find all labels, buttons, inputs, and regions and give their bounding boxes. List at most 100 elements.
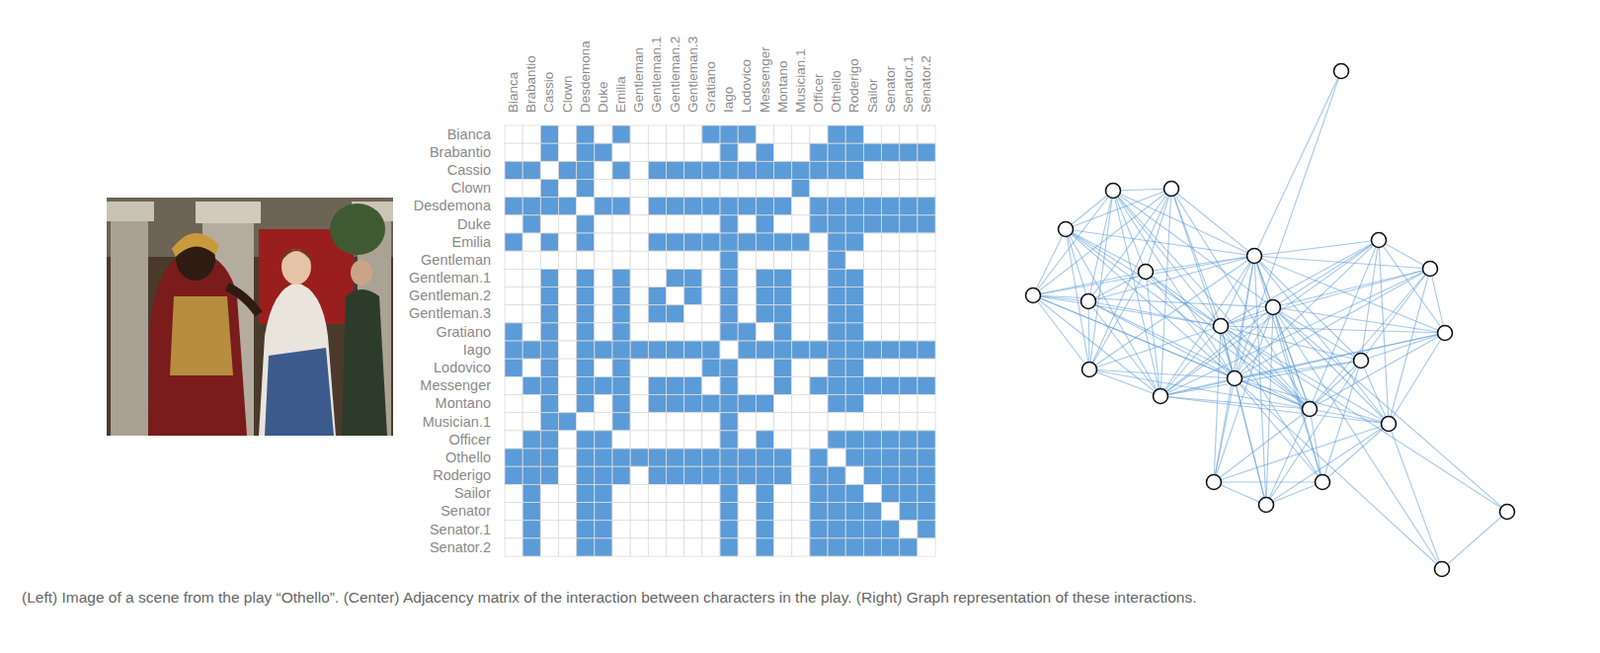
matrix-cell — [540, 287, 559, 306]
matrix-cell — [881, 520, 900, 539]
matrix-cell — [684, 233, 703, 251]
graph-edge — [1266, 360, 1361, 505]
matrix-cell — [684, 466, 703, 484]
matrix-cell — [809, 143, 828, 161]
row-label: Clown — [451, 179, 491, 197]
row-label: Cassio — [447, 161, 491, 179]
matrix-cell — [737, 197, 756, 216]
matrix-cell — [666, 160, 685, 179]
matrix-cell — [594, 287, 613, 306]
matrix-cell — [917, 502, 936, 521]
matrix-cell — [576, 395, 595, 413]
matrix-cell — [647, 448, 666, 467]
matrix-cell — [576, 233, 595, 251]
matrix-cell — [792, 287, 810, 306]
matrix-cell — [630, 322, 648, 341]
painting-illustration — [106, 197, 394, 436]
matrix-cell — [792, 538, 810, 557]
matrix-cell — [702, 538, 720, 557]
matrix-cell — [594, 268, 613, 287]
matrix-cell — [917, 197, 936, 216]
graph-edge — [1033, 229, 1066, 296]
matrix-cell — [522, 250, 541, 269]
matrix-cell — [684, 179, 703, 198]
matrix-cell — [863, 179, 881, 198]
matrix-cell — [594, 376, 613, 395]
matrix-cell — [737, 395, 756, 413]
matrix-cell — [774, 520, 793, 539]
matrix-cell — [737, 376, 756, 395]
matrix-cell — [881, 466, 900, 484]
matrix-cell — [827, 376, 846, 395]
matrix-cell — [612, 160, 631, 179]
graph-edge — [1266, 408, 1310, 505]
matrix-cell — [863, 538, 881, 557]
matrix-cell — [594, 250, 613, 269]
matrix-cell — [845, 502, 864, 521]
column-label: Senator — [882, 66, 899, 113]
matrix-cell — [917, 215, 936, 234]
matrix-cell — [559, 125, 577, 144]
matrix-cell — [630, 160, 648, 179]
matrix-cell — [792, 233, 810, 251]
matrix-cell — [540, 358, 559, 377]
matrix-cell — [702, 287, 720, 306]
robe-gold — [169, 296, 234, 376]
matrix-cell — [774, 287, 793, 306]
matrix-cell — [755, 340, 774, 359]
matrix-cell — [540, 430, 559, 449]
matrix-cell — [720, 179, 738, 198]
matrix-cell — [792, 502, 810, 521]
turban — [171, 233, 220, 257]
matrix-cell — [666, 538, 685, 557]
matrix-cell — [666, 448, 685, 467]
matrix-cell — [576, 520, 595, 539]
matrix-cell — [720, 376, 738, 395]
matrix-cell — [684, 287, 703, 306]
matrix-cell — [809, 466, 828, 484]
matrix-cell — [737, 179, 756, 198]
graph-edge — [1145, 255, 1255, 272]
matrix-cell — [845, 448, 864, 467]
matrix-cell — [881, 305, 900, 323]
matrix-cell — [576, 448, 595, 467]
matrix-cell — [774, 250, 793, 269]
matrix-cell — [863, 197, 881, 216]
hair — [280, 248, 313, 263]
matrix-cell — [899, 322, 918, 341]
graph-edge — [1033, 295, 1161, 397]
matrix-cell — [504, 502, 523, 521]
row-label: Messenger — [419, 377, 491, 395]
matrix-cell — [559, 197, 577, 216]
matrix-cell — [576, 340, 595, 359]
matrix-cell — [720, 412, 738, 431]
matrix-cell — [827, 430, 846, 449]
matrix-cell — [559, 250, 577, 269]
row-label: Gentleman.2 — [408, 287, 491, 305]
matrix-cell — [684, 143, 703, 161]
graph-edge — [1171, 188, 1310, 409]
matrix-cell — [755, 483, 774, 502]
matrix-cell — [684, 125, 703, 144]
graph-node — [1164, 181, 1180, 197]
matrix-cell — [559, 358, 577, 377]
matrix-cell — [522, 502, 541, 521]
row-label: Bianca — [447, 126, 491, 144]
graph-edge — [1441, 511, 1508, 569]
matrix-cell — [737, 358, 756, 377]
matrix-cell — [522, 125, 541, 144]
matrix-cell — [720, 268, 738, 287]
matrix-cell — [504, 215, 523, 234]
face — [281, 248, 312, 285]
matrix-cell — [612, 395, 631, 413]
row-label: Othello — [445, 449, 491, 467]
matrix-cell — [666, 466, 685, 484]
matrix-cell — [755, 358, 774, 377]
matrix-cell — [666, 197, 685, 216]
matrix-cell — [792, 179, 810, 198]
matrix-cell — [774, 160, 793, 179]
matrix-cell — [702, 502, 720, 521]
matrix-cell — [774, 322, 793, 341]
graph-edge — [1160, 255, 1255, 397]
matrix-cell — [522, 395, 541, 413]
